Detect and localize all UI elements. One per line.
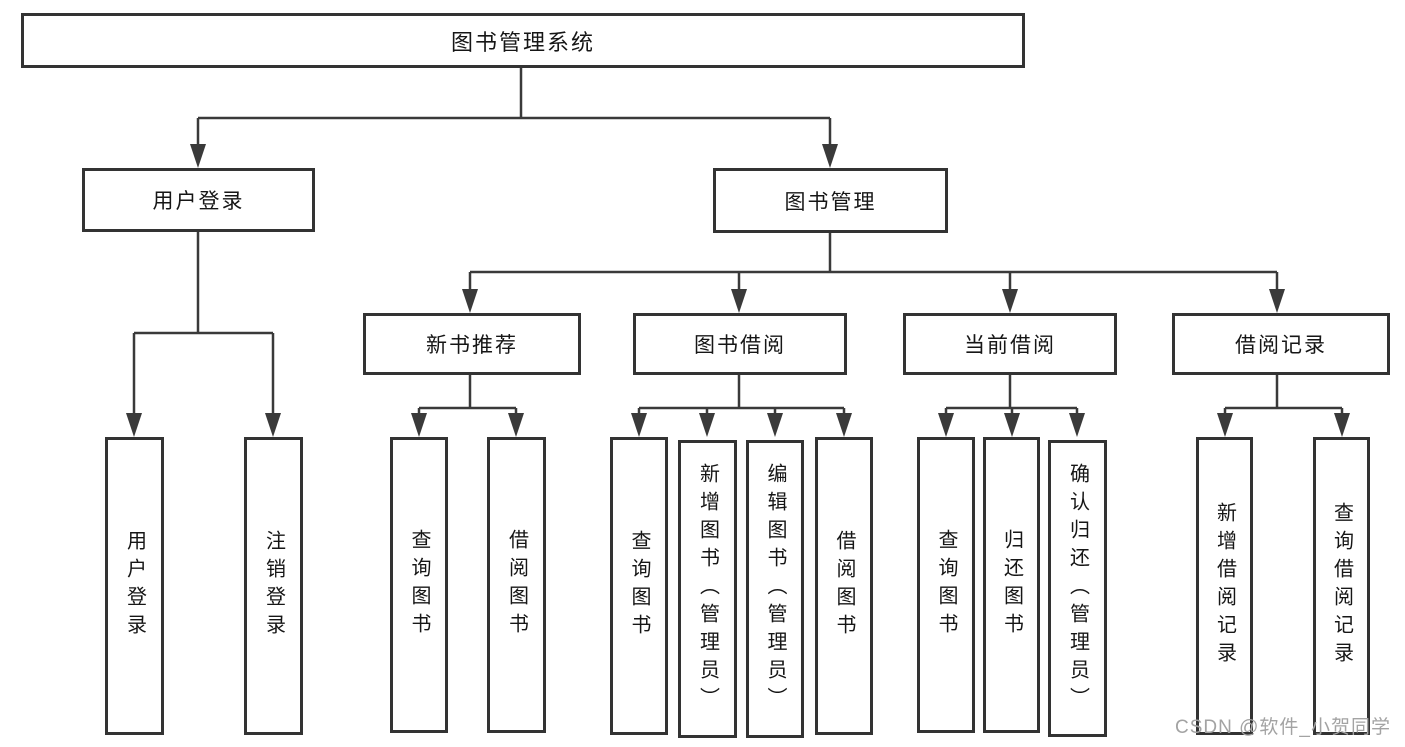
leaf-return-books: 归还图书 xyxy=(983,437,1040,733)
arrowheads-user-login-to-leaves xyxy=(126,413,281,437)
leaf-query-borrow-record: 查询借阅记录 xyxy=(1313,437,1370,735)
node-borrow-records-label: 借阅记录 xyxy=(1235,334,1327,357)
connector-user-login-to-leaves xyxy=(132,232,275,419)
node-book-borrow: 图书借阅 xyxy=(633,313,847,375)
leaf-user-login: 用户登录 xyxy=(105,437,164,735)
leaf-add-books-admin: 新增图书（管理员） xyxy=(678,440,737,738)
leaf-return-books-label: 归还图书 xyxy=(1000,529,1023,641)
leaf-add-borrow-record-label: 新增借阅记录 xyxy=(1213,502,1236,670)
leaf-borrow-books-recommend: 借阅图书 xyxy=(487,437,546,733)
node-new-book-recommend: 新书推荐 xyxy=(363,313,581,375)
node-book-management-label: 图书管理 xyxy=(784,190,877,214)
leaf-query-books-recommend: 查询图书 xyxy=(390,437,448,733)
leaf-edit-books-admin: 编辑图书（管理员） xyxy=(746,440,804,738)
node-root-library-management-system: 图书管理系统 xyxy=(21,13,1025,68)
arrowheads-borrow-records-to-leaves xyxy=(1217,413,1350,437)
leaf-edit-books-admin-label: 编辑图书（管理员） xyxy=(764,463,786,715)
node-borrow-records: 借阅记录 xyxy=(1172,313,1390,375)
node-new-book-recommend-label: 新书推荐 xyxy=(426,334,518,357)
leaf-add-books-admin-label: 新增图书（管理员） xyxy=(696,463,719,715)
leaf-logout-login: 注销登录 xyxy=(244,437,303,735)
leaf-query-books-current: 查询图书 xyxy=(917,437,975,733)
leaf-query-books-recommend-label: 查询图书 xyxy=(408,529,430,641)
node-current-borrow: 当前借阅 xyxy=(903,313,1117,375)
connector-book-management-to-level3 xyxy=(468,233,1279,293)
connector-root-to-level2 xyxy=(196,68,832,150)
arrowheads-new-book-recommend-to-leaves xyxy=(411,413,524,437)
arrowheads-book-borrow-to-leaves xyxy=(631,413,852,437)
connector-current-borrow-to-leaves xyxy=(944,375,1079,419)
node-root-label: 图书管理系统 xyxy=(450,29,595,55)
watermark: CSDN @软件_小贺同学 xyxy=(1175,717,1391,738)
arrowheads-current-borrow-to-leaves xyxy=(938,413,1085,437)
leaf-query-borrow-record-label: 查询借阅记录 xyxy=(1330,502,1353,670)
node-current-borrow-label: 当前借阅 xyxy=(964,334,1056,357)
leaf-confirm-return-admin-label: 确认归还（管理员） xyxy=(1066,462,1089,715)
leaf-user-login-label: 用户登录 xyxy=(123,530,146,642)
leaf-query-books-current-label: 查询图书 xyxy=(935,529,957,641)
leaf-borrow-books: 借阅图书 xyxy=(815,437,873,735)
connector-borrow-records-to-leaves xyxy=(1223,375,1344,419)
connector-new-book-recommend-to-leaves xyxy=(417,375,518,419)
leaf-query-books-borrow: 查询图书 xyxy=(610,437,668,735)
leaf-logout-login-label: 注销登录 xyxy=(262,530,285,642)
leaf-borrow-books-recommend-label: 借阅图书 xyxy=(505,529,528,641)
node-user-login: 用户登录 xyxy=(82,168,315,232)
node-book-management: 图书管理 xyxy=(713,168,948,233)
node-book-borrow-label: 图书借阅 xyxy=(694,334,786,357)
leaf-borrow-books-label: 借阅图书 xyxy=(833,530,855,642)
leaf-query-books-borrow-label: 查询图书 xyxy=(628,530,650,642)
arrowheads-book-management-to-level3 xyxy=(462,289,1285,313)
leaf-confirm-return-admin: 确认归还（管理员） xyxy=(1048,440,1107,737)
leaf-add-borrow-record: 新增借阅记录 xyxy=(1196,437,1253,735)
connector-book-borrow-to-leaves xyxy=(637,375,846,419)
node-user-login-label: 用户登录 xyxy=(152,190,245,213)
arrowheads-root-to-level2 xyxy=(190,144,838,168)
